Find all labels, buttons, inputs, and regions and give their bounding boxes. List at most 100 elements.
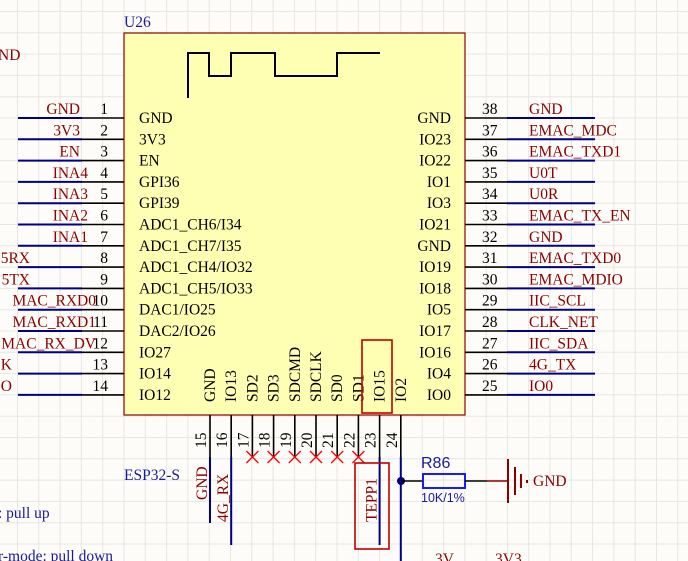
- pin-name: IO21: [419, 217, 451, 234]
- pin-name: IO3: [427, 195, 451, 212]
- part-name: ESP32-S: [124, 467, 180, 484]
- pin-number: 12: [93, 335, 109, 352]
- pin-name: SDCLK: [308, 350, 325, 402]
- net-label: INA4: [53, 165, 89, 182]
- net-label: MAC_RXD1: [12, 314, 96, 331]
- net-label: EN: [59, 144, 80, 161]
- no-connect-icon: [245, 450, 259, 464]
- net-label: CLK_NET: [529, 314, 598, 331]
- pin-number: 28: [482, 314, 498, 331]
- pin-number: 30: [482, 271, 498, 288]
- net-label: GND: [529, 229, 563, 246]
- pin-name: ADC1_CH4/IO32: [139, 259, 253, 276]
- pin-name: DAC1/IO25: [139, 302, 216, 319]
- net-label: GND: [194, 466, 211, 500]
- no-connect-icon: [330, 450, 344, 464]
- net-label: 5TX: [2, 271, 30, 288]
- highlight-tepp1: [354, 462, 390, 550]
- resistor-value: 10K/1%: [421, 491, 465, 505]
- net-label-3v: 3V: [435, 551, 455, 561]
- net-label: 5RX: [1, 250, 30, 267]
- net-label: EMAC_MDC: [529, 122, 617, 139]
- pin-name: IO16: [419, 344, 451, 361]
- note-pull-up: : pull up: [0, 505, 50, 522]
- pin-number: 38: [482, 101, 498, 118]
- pin-name: ADC1_CH6/I34: [139, 217, 242, 234]
- pin-number: 34: [482, 186, 498, 203]
- pin-number: 22: [341, 433, 358, 449]
- pin-name: IO22: [419, 153, 451, 170]
- pin-number: 23: [363, 432, 380, 448]
- note-pull-down: r-mode: pull down: [0, 548, 113, 561]
- net-label: GND: [46, 101, 80, 118]
- pin-name: SD0: [329, 374, 346, 402]
- net-label: 4G_TX: [529, 357, 576, 374]
- pin-name: 3V3: [139, 131, 166, 148]
- no-connect-icon: [351, 450, 365, 464]
- antenna-symbol: [187, 52, 380, 98]
- net-label: GND: [529, 101, 563, 118]
- net-label: INA2: [53, 208, 88, 225]
- net-label: U0R: [529, 186, 559, 203]
- pin-number: 21: [320, 433, 337, 449]
- pin-number: 13: [93, 357, 109, 374]
- net-label: 4G_RX: [215, 474, 232, 522]
- pin-name: IO27: [139, 344, 171, 361]
- net-label: IIC_SCL: [529, 293, 586, 310]
- pin-name: IO18: [419, 280, 451, 297]
- pin-number: 33: [482, 208, 498, 225]
- pin-number: 4: [100, 165, 108, 182]
- pin-name: SD1: [350, 374, 367, 402]
- pin-name: IO2: [393, 378, 410, 402]
- pin-number: 6: [100, 208, 108, 225]
- pin-name: IO15: [372, 370, 389, 402]
- pin-name: IO4: [427, 366, 451, 383]
- pin-name: GND: [202, 368, 219, 402]
- pin-number: 5: [100, 186, 108, 203]
- net-label: EMAC_TX_EN: [529, 208, 631, 225]
- pin-name: GND: [417, 110, 451, 127]
- net-label: SO: [0, 378, 12, 395]
- net-label: 3V3: [53, 122, 80, 139]
- pin-name: DAC2/IO26: [139, 323, 216, 340]
- pin-number: 16: [214, 432, 231, 448]
- net-label: EMAC_TXD1: [529, 144, 621, 161]
- no-connect-icon: [309, 450, 323, 464]
- pin-number: 20: [299, 432, 316, 448]
- pin-number: 14: [93, 378, 109, 395]
- pin-name: IO0: [427, 387, 451, 404]
- pin-number: 19: [278, 432, 295, 448]
- pin-name: ADC1_CH7/I35: [139, 238, 242, 255]
- pin-number: 9: [100, 271, 108, 288]
- pin-number: 8: [100, 250, 108, 267]
- pin-number: 1: [100, 101, 108, 118]
- highlight-io15: [361, 339, 393, 414]
- pin-number: 15: [193, 432, 210, 448]
- pin-number: 17: [235, 432, 252, 448]
- pin-name: IO23: [419, 131, 451, 148]
- pin-number: 11: [93, 314, 108, 331]
- pin-number: 18: [257, 432, 274, 448]
- net-label: INA3: [53, 186, 89, 203]
- net-label: MAC_RXD0: [12, 293, 96, 310]
- net-label: MAC_RX_DV: [1, 335, 97, 352]
- pin-number: 27: [482, 335, 498, 352]
- no-connect-icon: [267, 450, 281, 464]
- net-label: INA1: [53, 229, 88, 246]
- pin-name: SDCMD: [287, 347, 304, 402]
- component-body[interactable]: [123, 32, 466, 416]
- power-port-gnd: GND: [533, 473, 567, 490]
- pin-number: 35: [482, 165, 498, 182]
- pin-number: 24: [384, 432, 401, 448]
- net-label-3v3: 3V3: [495, 551, 522, 561]
- pin-number: 29: [482, 293, 498, 310]
- pin-number: 32: [482, 229, 498, 246]
- pin-name: GPI39: [139, 195, 180, 212]
- pin-number: 36: [482, 144, 498, 161]
- pin-number: 25: [482, 378, 498, 395]
- pin-name: ADC1_CH5/IO33: [139, 280, 253, 297]
- resistor-designator: R86: [421, 455, 450, 472]
- pin-name: GND: [139, 110, 173, 127]
- pin-number: 26: [482, 357, 498, 374]
